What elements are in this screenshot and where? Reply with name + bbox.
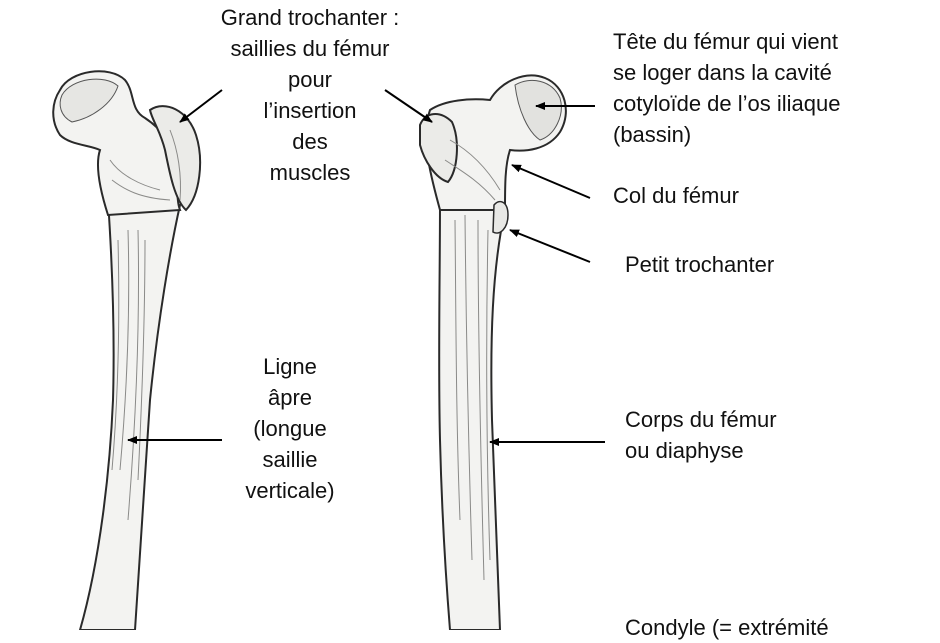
label-tete-femur: Tête du fémur qui vient se loger dans la… xyxy=(613,26,840,150)
label-line: (bassin) xyxy=(613,122,692,147)
label-line: ou diaphyse xyxy=(625,438,744,463)
label-corps-femur: Corps du fémur ou diaphyse xyxy=(625,404,777,466)
label-line: se loger dans la cavité xyxy=(613,60,832,85)
label-line: Grand trochanter : xyxy=(220,5,400,30)
label-line: Corps du fémur xyxy=(625,407,777,432)
label-line: saillies du fémur xyxy=(230,36,390,61)
label-line: Tête du fémur qui vient xyxy=(613,29,839,54)
label-condyle: Condyle (= extrémité xyxy=(625,612,829,643)
label-line: pour xyxy=(287,67,333,92)
label-grand-trochanter: Grand trochanter : saillies du fémur pou… xyxy=(190,2,430,188)
label-line: Ligne xyxy=(263,354,317,379)
arrow-grand-trochanter-right xyxy=(384,89,433,123)
label-line: des xyxy=(292,129,328,154)
arrow-col-femur xyxy=(511,164,591,199)
label-line: muscles xyxy=(269,160,351,185)
label-col-femur: Col du fémur xyxy=(613,180,739,211)
arrow-petit-trochanter xyxy=(509,229,591,263)
label-line: saillie xyxy=(262,447,318,472)
label-line: Col du fémur xyxy=(613,183,739,208)
label-petit-trochanter: Petit trochanter xyxy=(625,249,774,280)
label-arrows xyxy=(127,89,605,446)
label-line: âpre xyxy=(267,385,313,410)
label-ligne-apre: Ligne âpre (longue saillie verticale) xyxy=(220,351,360,506)
label-line: Condyle (= extrémité xyxy=(625,615,829,640)
label-line: Petit trochanter xyxy=(625,252,775,277)
femur-illustration xyxy=(52,70,605,630)
femur-anterior-view xyxy=(419,74,567,630)
label-line: verticale) xyxy=(245,478,335,503)
label-line: cotyloïde de l’os iliaque xyxy=(613,91,841,116)
femur-posterior-view xyxy=(52,70,202,630)
arrow-grand-trochanter-left xyxy=(179,89,223,123)
label-line: l’insertion xyxy=(263,98,357,123)
label-line: (longue xyxy=(253,416,327,441)
